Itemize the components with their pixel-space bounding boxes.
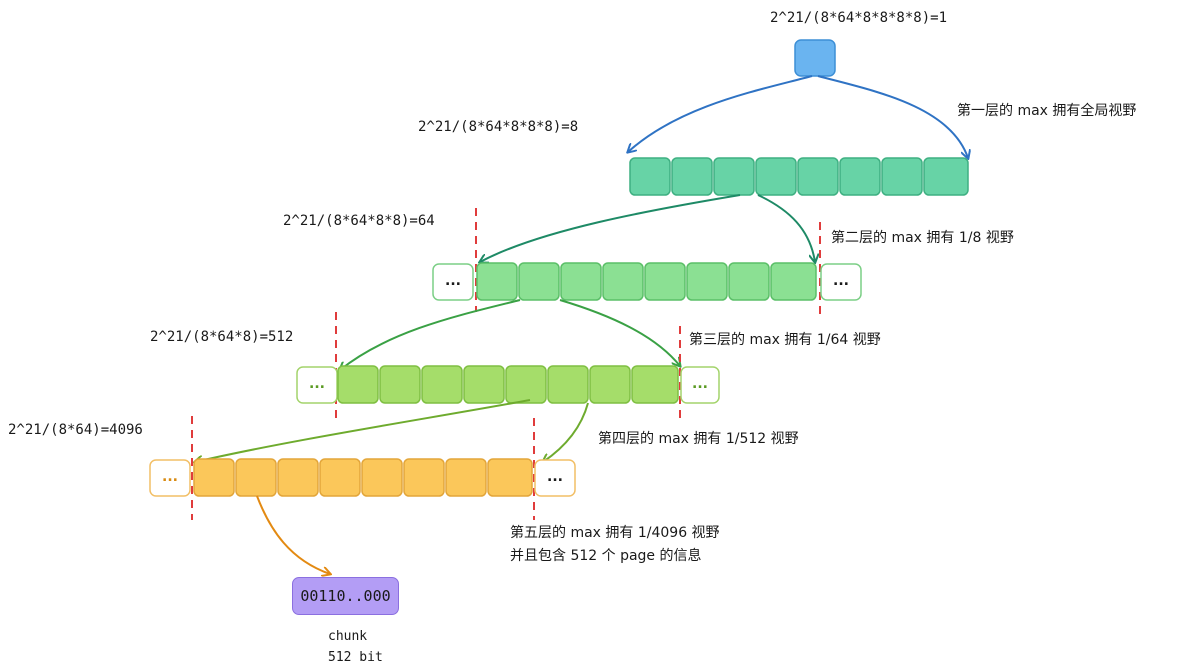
level3-ellipsis-right-text: ... bbox=[833, 273, 849, 289]
level4-cell bbox=[631, 365, 679, 404]
level4-cell bbox=[463, 365, 505, 404]
level4-cell bbox=[337, 365, 379, 404]
level4-ellipsis-left bbox=[296, 366, 338, 404]
level1-root-block bbox=[794, 39, 836, 77]
level5-annotation-line1: 第五层的 max 拥有 1/4096 视野 bbox=[510, 525, 720, 541]
level5-row bbox=[193, 458, 533, 497]
level4-cell bbox=[379, 365, 421, 404]
level5-annotation-line2: 并且包含 512 个 page 的信息 bbox=[510, 548, 702, 564]
level5-ellipsis-right bbox=[534, 459, 576, 497]
level2-row bbox=[629, 157, 969, 196]
level5-cell bbox=[235, 458, 277, 497]
level3-ellipsis-left-text: ... bbox=[445, 273, 461, 289]
level3-arrow-left bbox=[340, 299, 521, 370]
chunk-value: 00110..000 bbox=[300, 587, 391, 605]
level1-formula: 2^21/(8*64*8*8*8*8)=1 bbox=[770, 10, 948, 26]
level2-formula: 2^21/(8*64*8*8*8)=8 bbox=[418, 119, 579, 135]
level2-cell bbox=[923, 157, 969, 196]
level3-cell bbox=[770, 262, 817, 301]
level2-cell bbox=[881, 157, 923, 196]
level5-cell bbox=[319, 458, 361, 497]
level4-ellipsis-right bbox=[680, 366, 720, 404]
level5-formula: 2^21/(8*64)=4096 bbox=[8, 422, 143, 438]
level5-cell bbox=[445, 458, 487, 497]
chunk-bitmap: 00110..000 bbox=[292, 577, 399, 615]
level3-ellipsis-right bbox=[820, 263, 862, 301]
level2-cell bbox=[755, 157, 797, 196]
chunk-label: chunk bbox=[328, 629, 368, 644]
level3-cell bbox=[560, 262, 602, 301]
level5-ellipsis-left bbox=[149, 459, 191, 497]
chunk-arrow bbox=[256, 495, 330, 574]
level3-annotation: 第三层的 max 拥有 1/64 视野 bbox=[689, 332, 881, 348]
level2-cell bbox=[839, 157, 881, 196]
level1-arrow-right bbox=[817, 75, 968, 158]
level4-cell bbox=[547, 365, 589, 404]
level3-cell bbox=[476, 262, 518, 301]
level4-cell bbox=[589, 365, 631, 404]
level3-arrow-right bbox=[559, 299, 680, 366]
level5-cell bbox=[487, 458, 533, 497]
level4-ellipsis-right-text: ... bbox=[692, 376, 708, 392]
level3-formula: 2^21/(8*64*8*8)=64 bbox=[283, 213, 435, 229]
level5-cell bbox=[193, 458, 235, 497]
level5-cell bbox=[403, 458, 445, 497]
level2-cell bbox=[797, 157, 839, 196]
level3-cell bbox=[518, 262, 560, 301]
level1-arrow-left bbox=[628, 75, 813, 152]
level1-annotation: 第一层的 max 拥有全局视野 bbox=[957, 103, 1137, 119]
level5-cell bbox=[277, 458, 319, 497]
level5-cell bbox=[361, 458, 403, 497]
level4-formula: 2^21/(8*64*8)=512 bbox=[150, 329, 294, 345]
level5-ellipsis-left-text: ... bbox=[162, 469, 178, 485]
level4-annotation: 第四层的 max 拥有 1/512 视野 bbox=[598, 431, 799, 447]
level5-ellipsis-right-text: ... bbox=[547, 469, 563, 485]
level4-row bbox=[337, 365, 679, 404]
level2-cell bbox=[713, 157, 755, 196]
chunk-size-label: 512 bit bbox=[328, 650, 383, 665]
level3-ellipsis-left bbox=[432, 263, 474, 301]
level4-ellipsis-left-text: ... bbox=[309, 376, 325, 392]
level4-cell bbox=[505, 365, 547, 404]
level4-arrow-right bbox=[543, 402, 589, 462]
level2-annotation: 第二层的 max 拥有 1/8 视野 bbox=[831, 230, 1014, 246]
level3-row bbox=[476, 262, 817, 301]
level3-cell bbox=[602, 262, 644, 301]
level2-arrow-right bbox=[757, 194, 815, 262]
level3-cell bbox=[686, 262, 728, 301]
level4-arrow-left bbox=[195, 399, 531, 462]
level2-cell bbox=[629, 157, 671, 196]
level2-arrow-left bbox=[480, 194, 741, 262]
level3-cell bbox=[728, 262, 770, 301]
level2-cell bbox=[671, 157, 713, 196]
level3-cell bbox=[644, 262, 686, 301]
level4-cell bbox=[421, 365, 463, 404]
